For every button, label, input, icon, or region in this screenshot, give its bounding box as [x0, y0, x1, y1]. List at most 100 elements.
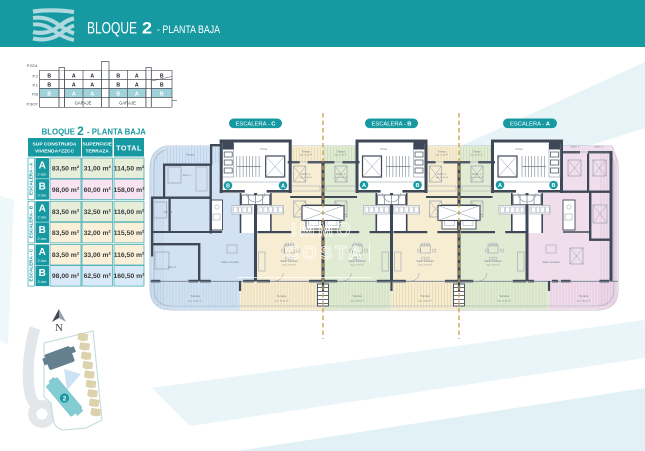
svg-text:Portal: Portal [380, 147, 387, 151]
svg-text:116,50 m²: 116,50 m² [114, 252, 145, 259]
svg-text:83,50 m²: 83,50 m² [52, 166, 80, 173]
svg-text:2 dor.: 2 dor. [37, 259, 47, 263]
svg-text:TERRAZA: TERRAZA [86, 148, 110, 154]
svg-text:B: B [39, 268, 46, 279]
svg-text:Sup. 11,00 m²: Sup. 11,00 m² [300, 154, 313, 157]
svg-text:Terraza: Terraza [186, 154, 195, 157]
svg-text:A: A [135, 73, 139, 79]
svg-text:Sup. 10,40 m²: Sup. 10,40 m² [436, 176, 449, 179]
svg-text:A: A [281, 184, 285, 190]
svg-text:Portal: Portal [516, 147, 523, 151]
svg-text:62,50 m²: 62,50 m² [84, 273, 112, 280]
svg-text:Terraza: Terraza [337, 151, 346, 154]
svg-text:2 dor.: 2 dor. [37, 237, 47, 241]
svg-text:3 dor.: 3 dor. [37, 280, 47, 284]
svg-text:GARAJE: GARAJE [119, 100, 136, 105]
svg-text:P.1: P.1 [33, 83, 39, 88]
svg-text:31,00 m²: 31,00 m² [84, 166, 112, 173]
svg-text:A: A [90, 73, 94, 79]
svg-text:A: A [135, 82, 139, 88]
svg-text:B: B [226, 184, 230, 190]
svg-text:Terraza: Terraza [579, 294, 589, 298]
svg-text:Portal: Portal [260, 147, 267, 151]
svg-text:Sup. 30,00 m²: Sup. 30,00 m² [497, 300, 511, 303]
svg-text:114,50 m²: 114,50 m² [114, 166, 145, 173]
svg-text:Sup. 30,00 m²: Sup. 30,00 m² [188, 300, 202, 303]
svg-text:Sup. 30,00 m²: Sup. 30,00 m² [350, 300, 364, 303]
svg-text:A: A [72, 73, 76, 79]
svg-text:Sup. 22,70 m²: Sup. 22,70 m² [419, 264, 432, 267]
svg-text:Terraza: Terraza [190, 294, 200, 298]
svg-text:B: B [160, 91, 164, 97]
svg-text:60,00 m²: 60,00 m² [84, 187, 112, 194]
svg-text:Sup. 30,00 m²: Sup. 30,00 m² [418, 300, 432, 303]
svg-text:A: A [362, 183, 366, 189]
svg-text:TOTAL: TOTAL [116, 144, 142, 153]
svg-text:Sup. 10,40 m²: Sup. 10,40 m² [300, 176, 313, 179]
svg-text:Salón comedor: Salón comedor [221, 260, 239, 264]
svg-text:B: B [47, 82, 51, 88]
svg-text:ESCALERA - A: ESCALERA - A [29, 162, 34, 195]
svg-text:ESCALERA - B: ESCALERA - B [372, 122, 412, 128]
svg-text:B: B [47, 91, 51, 97]
svg-text:Sup. 11,00 m²: Sup. 11,00 m² [470, 154, 483, 157]
svg-text:B: B [39, 182, 46, 193]
svg-text:98,00 m²: 98,00 m² [52, 273, 80, 280]
svg-text:A: A [135, 91, 139, 97]
svg-text:2: 2 [63, 396, 67, 403]
svg-text:2 dor.: 2 dor. [37, 173, 47, 177]
svg-text:Terraza: Terraza [421, 294, 431, 298]
svg-text:Dorm. 3: Dorm. 3 [168, 266, 177, 269]
svg-text:2: 2 [142, 19, 152, 38]
svg-text:P.B: P.B [32, 92, 38, 97]
svg-text:VIVIENDA+ZZCC: VIVIENDA+ZZCC [35, 148, 74, 154]
svg-text:B: B [160, 73, 164, 79]
svg-text:Sup. 22,70 m²: Sup. 22,70 m² [283, 264, 296, 267]
svg-text:A: A [90, 91, 94, 97]
svg-text:Sup. 11,00 m²: Sup. 11,00 m² [335, 154, 348, 157]
svg-text:ESCALERA - C: ESCALERA - C [236, 122, 277, 128]
svg-text:N: N [55, 322, 63, 334]
svg-text:2: 2 [77, 124, 84, 138]
svg-text:BLOQUE: BLOQUE [87, 19, 137, 38]
svg-text:115,50 m²: 115,50 m² [114, 230, 145, 237]
svg-text:ESCALERA - B: ESCALERA - B [29, 205, 34, 238]
svg-text:COSTA: COSTA [286, 243, 365, 263]
svg-text:158,00 m²: 158,00 m² [114, 187, 146, 194]
svg-text:A: A [72, 91, 76, 97]
svg-text:3 dor.: 3 dor. [37, 194, 47, 198]
svg-text:B: B [47, 73, 51, 79]
svg-text:B: B [116, 73, 120, 79]
svg-text:Dorm. 1: Dorm. 1 [472, 173, 481, 176]
svg-text:Salón comedor: Salón comedor [280, 259, 298, 263]
svg-text:160,50 m²: 160,50 m² [114, 273, 146, 280]
svg-text:Sup. 30,00 m²: Sup. 30,00 m² [577, 300, 591, 303]
svg-text:SUPERFICIE: SUPERFICIE [83, 142, 113, 148]
svg-text:Salón comedor: Salón comedor [484, 259, 502, 263]
svg-text:Dorm. 1: Dorm. 1 [438, 173, 447, 176]
svg-text:Salón comedor: Salón comedor [542, 260, 560, 264]
svg-text:2 dor.: 2 dor. [37, 216, 47, 220]
svg-text:32,50 m²: 32,50 m² [84, 209, 112, 216]
svg-text:33,00 m²: 33,00 m² [84, 252, 112, 259]
svg-text:SUP CONSTRUIDA: SUP CONSTRUIDA [33, 142, 77, 148]
svg-text:98,00 m²: 98,00 m² [52, 187, 80, 194]
svg-text:Terraza: Terraza [438, 151, 447, 154]
svg-text:Sup. 11,00 m²: Sup. 11,00 m² [436, 154, 449, 157]
svg-text:Sup. 10,40 m²: Sup. 10,40 m² [470, 176, 483, 179]
svg-text:ESCALERA - A: ESCALERA - A [510, 122, 551, 128]
svg-text:P.SOT: P.SOT [27, 102, 39, 107]
svg-text:A: A [39, 161, 46, 172]
svg-text:B: B [116, 82, 120, 88]
svg-text:83,50 m²: 83,50 m² [52, 209, 80, 216]
svg-text:B: B [116, 91, 120, 97]
svg-text:BLOQUE: BLOQUE [42, 128, 75, 137]
svg-text:116,00 m²: 116,00 m² [114, 209, 145, 216]
svg-text:A: A [39, 247, 46, 258]
svg-text:A: A [72, 82, 76, 88]
svg-text:B: B [39, 225, 46, 236]
svg-text:B: B [415, 183, 419, 189]
svg-text:- PLANTA BAJA: - PLANTA BAJA [87, 128, 146, 137]
svg-text:Sup. 10,40 m²: Sup. 10,40 m² [335, 176, 348, 179]
svg-text:Terraza: Terraza [473, 151, 482, 154]
